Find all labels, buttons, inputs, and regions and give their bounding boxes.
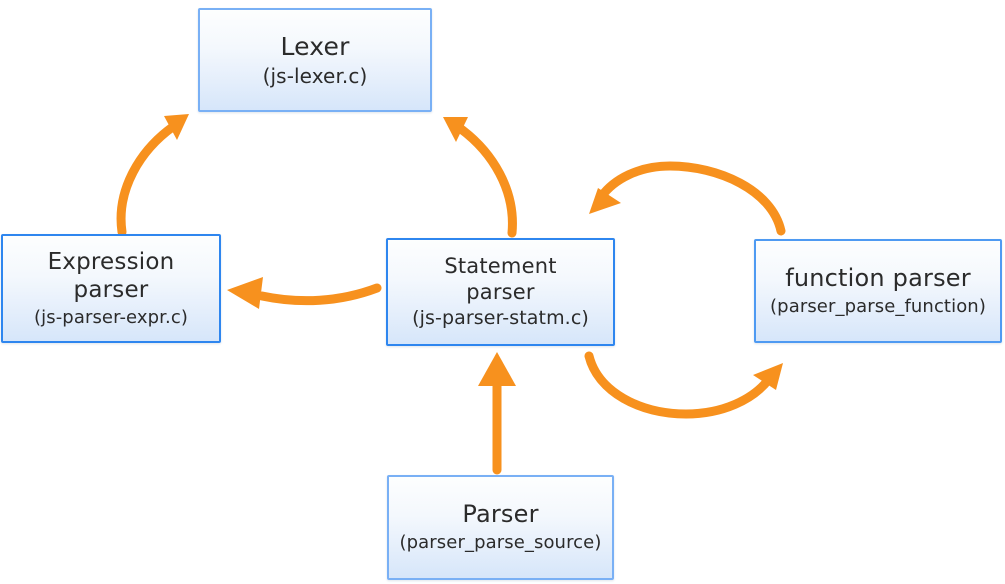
node-lexer-title: Lexer xyxy=(280,32,350,62)
node-expression-parser-title: Expression parser xyxy=(47,248,175,304)
edge-statement-parser-to-lexer xyxy=(443,117,517,238)
node-lexer[interactable]: Lexer (js-lexer.c) xyxy=(198,8,432,112)
node-expression-parser[interactable]: Expression parser (js-parser-expr.c) xyxy=(1,234,221,343)
node-function-parser-subtitle: (parser_parse_function) xyxy=(770,295,986,317)
node-parser-title: Parser xyxy=(462,500,539,529)
node-parser-subtitle: (parser_parse_source) xyxy=(399,532,602,554)
node-function-parser-title: function parser xyxy=(785,263,971,292)
node-statement-parser-title: Statement parser xyxy=(444,254,557,305)
edge-expression-parser-to-lexer xyxy=(116,114,189,237)
node-expression-parser-subtitle: (js-parser-expr.c) xyxy=(34,306,188,328)
node-statement-parser-subtitle: (js-parser-statm.c) xyxy=(412,307,589,330)
edge-parser-to-statement-parser xyxy=(478,352,516,475)
node-statement-parser[interactable]: Statement parser (js-parser-statm.c) xyxy=(386,238,615,346)
edge-function-parser-to-statement-parser xyxy=(589,161,786,236)
edge-statement-parser-to-expression-parser xyxy=(227,277,382,309)
node-function-parser[interactable]: function parser (parser_parse_function) xyxy=(754,239,1002,343)
edge-statement-parser-to-function-parser xyxy=(584,351,783,419)
node-parser[interactable]: Parser (parser_parse_source) xyxy=(387,475,614,580)
node-lexer-subtitle: (js-lexer.c) xyxy=(262,64,368,89)
